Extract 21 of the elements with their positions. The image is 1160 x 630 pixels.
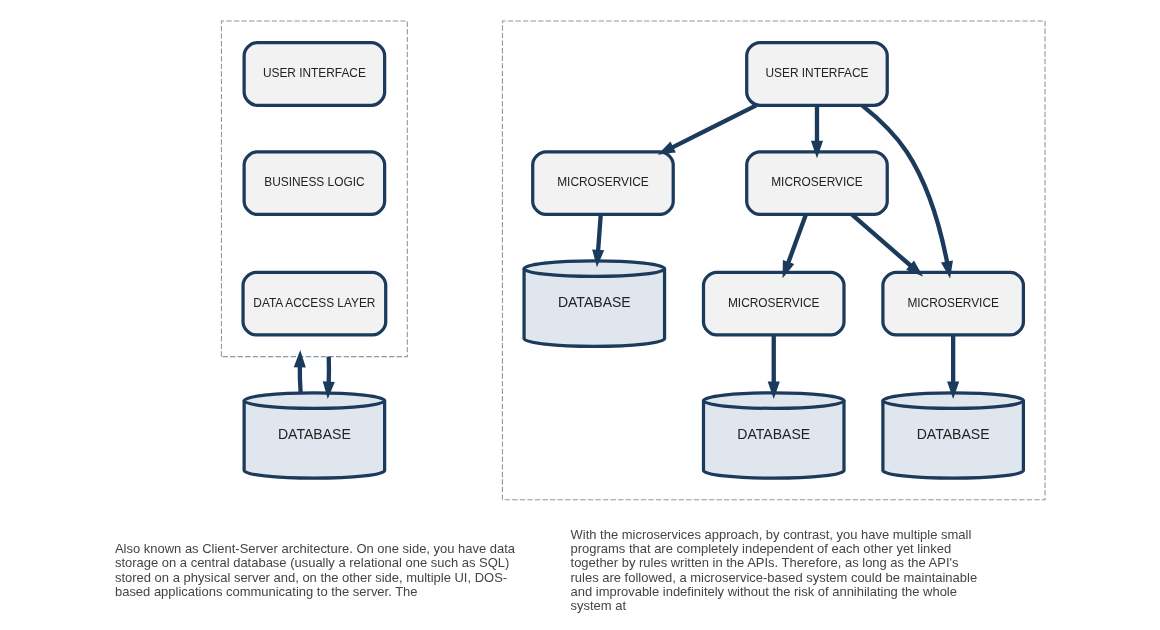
node-box: MICROSERVICE [881, 270, 1026, 337]
arrow [850, 213, 924, 277]
label: With the microservices approach, by contrast, you have multiple small programs that are completely independent of each other yet linked together by rules written in the APIs. Therefore, as long as the API's rules are followed, a microservice-based system could be maintainable and improvable indefinitely without the risk of annihilating the whole system at [570, 527, 978, 613]
node-box: BUSINESS LOGIC [242, 150, 387, 217]
node-box: DATA ACCESS LAYER [241, 270, 388, 337]
node-box: USER INTERFACE [242, 41, 387, 107]
arrow [293, 350, 306, 393]
cluster [501, 20, 1046, 501]
node-box: MICROSERVICE [701, 270, 846, 337]
arrow [322, 356, 335, 399]
cluster [220, 20, 408, 358]
arrow [810, 105, 824, 159]
node-box: USER INTERFACE [745, 41, 889, 107]
node-box: MICROSERVICE [745, 150, 889, 217]
arrow [592, 214, 605, 268]
arrow [947, 335, 960, 399]
node-box: MICROSERVICE [531, 150, 675, 217]
arrow [657, 103, 758, 155]
arrow [767, 335, 780, 399]
arrow [782, 213, 808, 279]
label: Also known as Client-Server architecture. On one side, you have data storage on a central database (usually a relational one such as SQL) stored on a physical server and, on the other side, multiple UI, DOS-based applications communicating to the server. The [114, 541, 516, 599]
